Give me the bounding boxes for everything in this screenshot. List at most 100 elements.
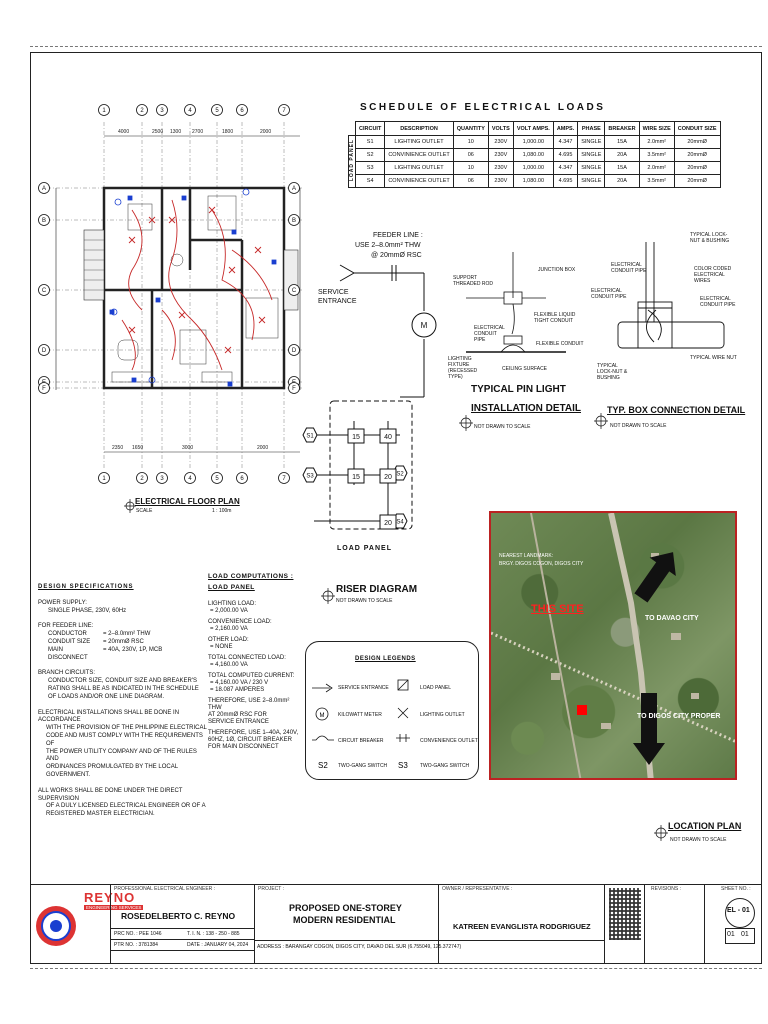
schedule-cell: SINGLE xyxy=(577,148,606,162)
address: ADDRESS : BARANGAY COGON, DIGOS CITY, DA… xyxy=(257,944,462,950)
grid-bubble-label: 7 xyxy=(282,108,286,114)
grid-bubble-label: 7 xyxy=(282,476,286,482)
schedule-cell: CONVINIENCE OUTLET xyxy=(384,148,454,162)
load-comp-title-1: LOAD COMPUTATIONS : xyxy=(208,573,294,580)
riser-not-to-scale: NOT DRAWN TO SCALE xyxy=(336,598,393,604)
schedule-cell: 230V xyxy=(487,174,514,188)
grid-bubble xyxy=(136,104,148,116)
map-this-site: THIS SITE xyxy=(531,603,584,615)
load-comp-line: TOTAL COMPUTED CURRENT: xyxy=(208,673,295,679)
legend-title: DESIGN LEGENDS xyxy=(355,656,416,662)
project-line-2: MODERN RESIDENTIAL xyxy=(293,915,396,925)
map-to-davao: TO DAVAO CITY xyxy=(645,615,699,622)
legend-kilowatt-meter: KILOWATT METER xyxy=(338,712,382,718)
schedule-cell: LIGHTING OUTLET xyxy=(384,135,454,149)
feeder-title: FOR FEEDER LINE: xyxy=(38,623,94,630)
grid-bubble xyxy=(38,344,50,356)
schedule-cell: 20mmØ xyxy=(673,161,721,175)
schedule-cell: 20A xyxy=(604,174,640,188)
riser-title: RISER DIAGRAM xyxy=(336,584,418,595)
box-label-pipe-left-2: ELECTRICAL CONDUIT PIPE xyxy=(591,288,627,300)
feeder-spec: USE 2–8.0mm² THW xyxy=(355,242,421,249)
power-supply-label: POWER SUPPLY: xyxy=(38,599,87,606)
grid-bubble-label: F xyxy=(292,386,296,392)
conduit-key: CONDUIT SIZE xyxy=(48,638,91,645)
grid-bubble-label: 6 xyxy=(240,476,244,482)
circuit-tag xyxy=(302,467,318,483)
box-label-pipe-right: ELECTRICAL CONDUIT PIPE xyxy=(700,296,736,308)
grid-bubble-label: D xyxy=(292,348,297,354)
title-block xyxy=(30,884,762,965)
sheet-cell: SHEET NO. : EL - 01 01 01 xyxy=(704,884,763,964)
load-comp-line: = 2,160.00 VA xyxy=(210,626,248,632)
grid-bubble-label: C xyxy=(42,288,47,294)
box-label-locknut-top: TYPICAL LOCK-NUT & BUSHING xyxy=(690,232,730,244)
schedule-cell: 15A xyxy=(604,161,640,175)
legend-circuit-breaker: CIRCUIT BREAKER xyxy=(338,738,384,744)
pin-label-junction: JUNCTION BOX xyxy=(538,267,576,273)
lighting-outlet-icon xyxy=(178,311,186,319)
works-line: ALL WORKS SHALL BE DONE UNDER THE DIRECT… xyxy=(38,787,183,802)
breaker-box xyxy=(347,428,365,444)
conductor-key: CONDUCTOR xyxy=(48,631,87,638)
lighting-outlet-icon xyxy=(128,326,136,334)
legend-symbols: M S2 S3 xyxy=(312,679,410,770)
schedule-cell: 06 xyxy=(452,148,489,162)
schedule-header-cell: DESCRIPTION xyxy=(384,121,454,136)
grid-bubble xyxy=(38,284,50,296)
schedule-cell: CONVINIENCE OUTLET xyxy=(384,174,454,188)
schedule-cell: 20mmØ xyxy=(673,148,721,162)
pin-label-ceiling: CEILING SURFACE xyxy=(502,366,548,372)
breaker-rating: 20 xyxy=(384,474,392,481)
schedule-cell: 4.695 xyxy=(552,174,579,188)
date: DATE : JANUARY 04, 2024 xyxy=(187,942,249,948)
schedule-cell: 15A xyxy=(604,135,640,149)
schedule-cell: 10 xyxy=(452,161,489,175)
load-panel-side-text: LOAD PANEL xyxy=(349,139,355,182)
breaker-box xyxy=(379,468,397,484)
load-comp-line: CONVENIENCE LOAD: xyxy=(208,619,272,625)
legend-s2: S2 xyxy=(318,761,328,770)
schedule-cell: 1,000.00 xyxy=(512,135,554,149)
schedule-header-cell: WIRE SIZE xyxy=(638,121,675,136)
conductor-value: = 2–8.0mm² THW xyxy=(103,631,151,638)
breaker-rating: 20 xyxy=(384,520,392,527)
install-line: THE POWER UTILITY COMPANY AND OF THE RUL… xyxy=(46,748,197,763)
grid-bubble xyxy=(288,214,300,226)
grid-bubble-label: 4 xyxy=(188,476,192,482)
schedule-cell: 4.347 xyxy=(552,135,579,149)
legend-service-entrance: SERVICE ENTRANCE xyxy=(338,685,389,691)
schedule-circuit: S4 xyxy=(366,178,374,184)
box-detail-not-to-scale: NOT DRAWN TO SCALE xyxy=(610,423,667,429)
location-north-icon xyxy=(654,825,668,841)
schedule-cell: SINGLE xyxy=(577,161,606,175)
lighting-outlet-icon xyxy=(254,246,262,254)
grid-bubble-label: B xyxy=(42,218,46,224)
dim-top-1: 4000 xyxy=(118,129,129,135)
design-specifications: DESIGN SPECIFICATIONS POWER SUPPLY: SING… xyxy=(38,584,210,819)
drawing-sheet-border xyxy=(30,52,762,964)
engineer-cell: PROFESSIONAL ELECTRICAL ENGINEER : ROSED… xyxy=(110,884,255,964)
load-comp-line: OTHER LOAD: xyxy=(208,637,249,643)
dim-bottom-3: 3000 xyxy=(182,445,193,451)
pin-light-detail xyxy=(466,252,566,353)
grid-bubble-label: 1 xyxy=(102,476,106,482)
prc-no: PRC NO. : PEE 1046 xyxy=(114,931,162,937)
schedule-cell: 06 xyxy=(452,174,489,188)
qr-code xyxy=(604,884,645,964)
load-comp-line: LIGHTING LOAD: xyxy=(208,601,257,607)
sheet-code: EL - 01 xyxy=(727,907,750,914)
schedule-cell: 2.0mm² xyxy=(638,135,675,149)
schedule-header-cell: PHASE xyxy=(577,121,606,136)
north-arrow-icon xyxy=(124,499,136,513)
legend-two-gang-switch-s2: TWO-GANG SWITCH xyxy=(338,763,388,769)
pin-label-flexible: FLEXIBLE CONDUIT xyxy=(536,341,584,347)
schedule-title: SCHEDULE OF ELECTRICAL LOADS xyxy=(360,102,606,113)
location-map-image: NEAREST LANDMARK: BRGY. DIGOS COGON, DIG… xyxy=(489,511,737,780)
top-dashed-border xyxy=(30,46,762,53)
install-line: ELECTRICAL INSTALLATIONS SHALL BE DONE I… xyxy=(38,709,180,724)
grid-bubble xyxy=(156,104,168,116)
schedule-circuit: S2 xyxy=(366,152,374,158)
schedule-cell: 1,000.00 xyxy=(512,161,554,175)
circuit-tag-label: S3 xyxy=(306,474,314,480)
